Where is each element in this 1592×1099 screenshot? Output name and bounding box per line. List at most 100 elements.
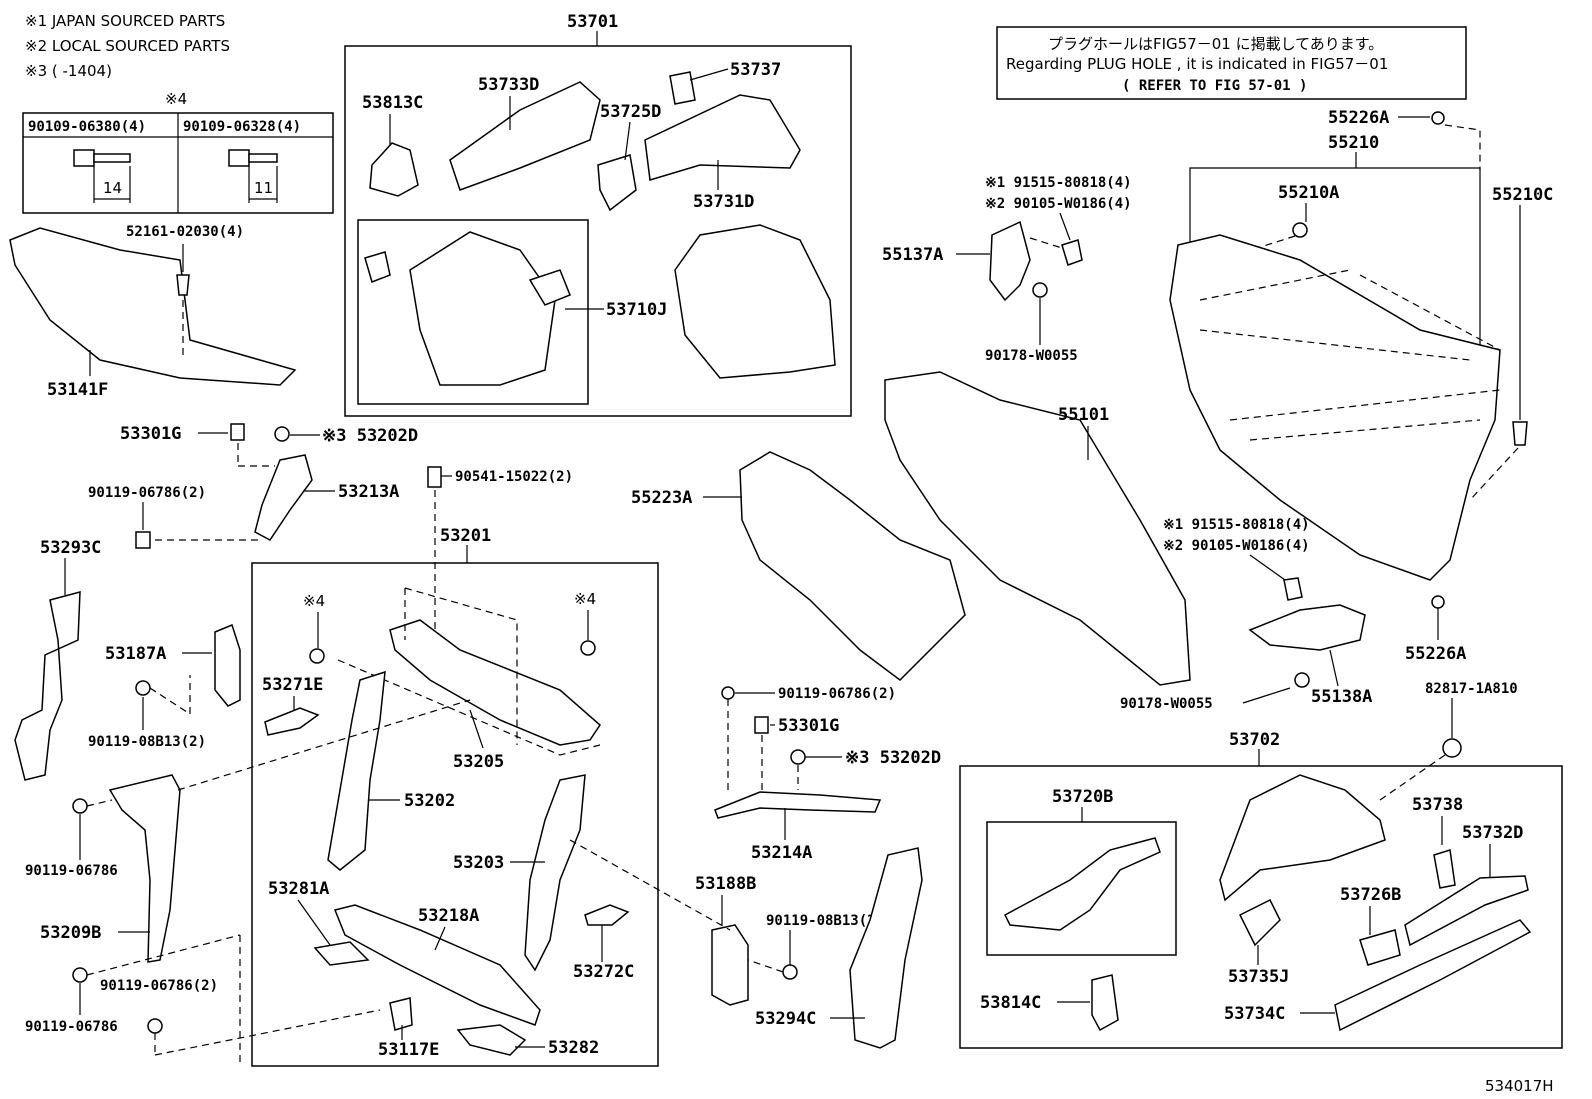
part-53301G-a: [230, 423, 245, 441]
label-55226A-a: 55226A: [1328, 108, 1389, 128]
label-53214A: 53214A: [751, 843, 812, 863]
label-53117E: 53117E: [378, 1040, 439, 1060]
label-191515-a: ※1 91515-80818(4): [985, 175, 1132, 191]
label-53282: 53282: [548, 1038, 599, 1058]
label-53732D: 53732D: [1462, 823, 1523, 843]
part-53202: [327, 670, 386, 871]
bolt-icon: [147, 1018, 163, 1034]
label-191515-b: ※1 91515-80818(4): [1163, 517, 1310, 533]
part-53710J-bracket: [364, 251, 391, 283]
part-55223A: [739, 451, 966, 681]
part-55138A: [1248, 604, 1366, 651]
part-53702-wheelhouse: [1219, 774, 1386, 902]
label-90541: 90541-15022(2): [455, 469, 573, 485]
figure-id: 534017H: [1485, 1077, 1554, 1095]
group-53201: [251, 562, 659, 1067]
label-82817: 82817-1A810: [1425, 681, 1518, 697]
part-53710J-patch: [528, 269, 571, 306]
part-53202D-b: [790, 749, 806, 765]
part-53735J: [1238, 898, 1281, 947]
part-53720B: [1004, 837, 1161, 931]
part-53272C: [584, 904, 630, 926]
part-53293C: [14, 591, 81, 781]
label-53702: 53702: [1229, 730, 1280, 750]
bolt-icon: [721, 686, 735, 700]
part-53301G-b: [754, 716, 769, 734]
bolt-icon: [580, 640, 596, 656]
part-53188B: [711, 924, 749, 1006]
label-53202D-b: ※3 53202D: [845, 748, 941, 768]
label-53188B: 53188B: [695, 874, 756, 894]
label-53735J: 53735J: [1228, 967, 1289, 987]
label-90119-d: 90119-06786: [25, 1019, 118, 1035]
part-55101: [884, 371, 1191, 686]
part-55226A-a: [1431, 111, 1445, 125]
label-53301G-b: 53301G: [778, 716, 839, 736]
part-53202D-a: [274, 426, 290, 442]
subgroup-53710J: [357, 219, 589, 405]
bolt-icon: [135, 680, 151, 696]
label-53814C: 53814C: [980, 993, 1041, 1013]
part-53205: [389, 619, 601, 746]
part-53117E: [389, 997, 413, 1031]
label-53701: 53701: [567, 12, 618, 32]
label-53202: 53202: [404, 791, 455, 811]
label-53213A: 53213A: [338, 482, 399, 502]
label-90119-c: 90119-06786(2): [100, 978, 218, 994]
label-53731D: 53731D: [693, 192, 754, 212]
label-53209B: 53209B: [40, 923, 101, 943]
part-90178-b: [1294, 672, 1310, 688]
bolt-icon: [1283, 577, 1303, 601]
part-53141F: [9, 227, 297, 386]
label-53725D: 53725D: [600, 102, 661, 122]
part-55210-insulator: [1169, 234, 1501, 581]
part-53734C: [1334, 919, 1532, 1032]
label-53813C: 53813C: [362, 93, 423, 113]
bolt-icon: [782, 964, 798, 980]
part-53271E: [264, 707, 320, 736]
label-53272C: 53272C: [573, 962, 634, 982]
part-53733D: [449, 81, 601, 191]
label-55223A: 55223A: [631, 488, 692, 508]
label-53281A: 53281A: [268, 879, 329, 899]
label-53720B: 53720B: [1052, 787, 1113, 807]
label-53218A: 53218A: [418, 906, 479, 926]
group-53702: [959, 765, 1563, 1049]
label-55210A: 55210A: [1278, 183, 1339, 203]
part-53737: [669, 71, 696, 105]
bolt-icon: [72, 798, 88, 814]
label-53205: 53205: [453, 752, 504, 772]
label-53738: 53738: [1412, 795, 1463, 815]
plug-note-ref: ( REFER TO FIG 57-01 ): [1122, 78, 1307, 94]
label-55137A: 55137A: [882, 245, 943, 265]
part-53214A: [714, 791, 882, 819]
note-date-range: ※3 ( -1404): [25, 62, 112, 80]
plug-note-en: Regarding PLUG HOLE , it is indicated in…: [1006, 55, 1388, 73]
bolt-icon: [73, 149, 131, 203]
plug-note-jp: プラグホールはFIG57－01 に掲載してあります。: [1048, 35, 1383, 53]
part-53710J-wheelhouse: [674, 224, 836, 379]
part-53725D: [597, 154, 637, 212]
label-53294C: 53294C: [755, 1009, 816, 1029]
label-90119-08B13-b: 90119-08B13(2): [766, 913, 884, 929]
note-japan-sourced: ※1 JAPAN SOURCED PARTS: [25, 12, 225, 30]
mark-4-b: ※4: [574, 590, 596, 608]
bolt-icon: [309, 648, 325, 664]
part-55210A: [1292, 222, 1308, 238]
part-53731D: [644, 94, 801, 181]
label-53203: 53203: [453, 853, 504, 873]
label-53301G-a: 53301G: [120, 424, 181, 444]
part-53732D: [1404, 875, 1529, 947]
label-53733D: 53733D: [478, 75, 539, 95]
plug-hole-note: プラグホールはFIG57－01 に掲載してあります。 Regarding PLU…: [996, 26, 1467, 100]
label-53187A: 53187A: [105, 644, 166, 664]
label-53271E: 53271E: [262, 675, 323, 695]
part-90541: [427, 466, 442, 488]
part-53281A: [313, 941, 370, 966]
part-53710J-inner: [409, 231, 556, 386]
part-53209B: [108, 774, 181, 963]
part-53814C: [1091, 974, 1119, 1032]
part-55137A: [989, 220, 1031, 302]
bolt-icon: [1061, 239, 1083, 266]
note-local-sourced: ※2 LOCAL SOURCED PARTS: [25, 37, 230, 55]
